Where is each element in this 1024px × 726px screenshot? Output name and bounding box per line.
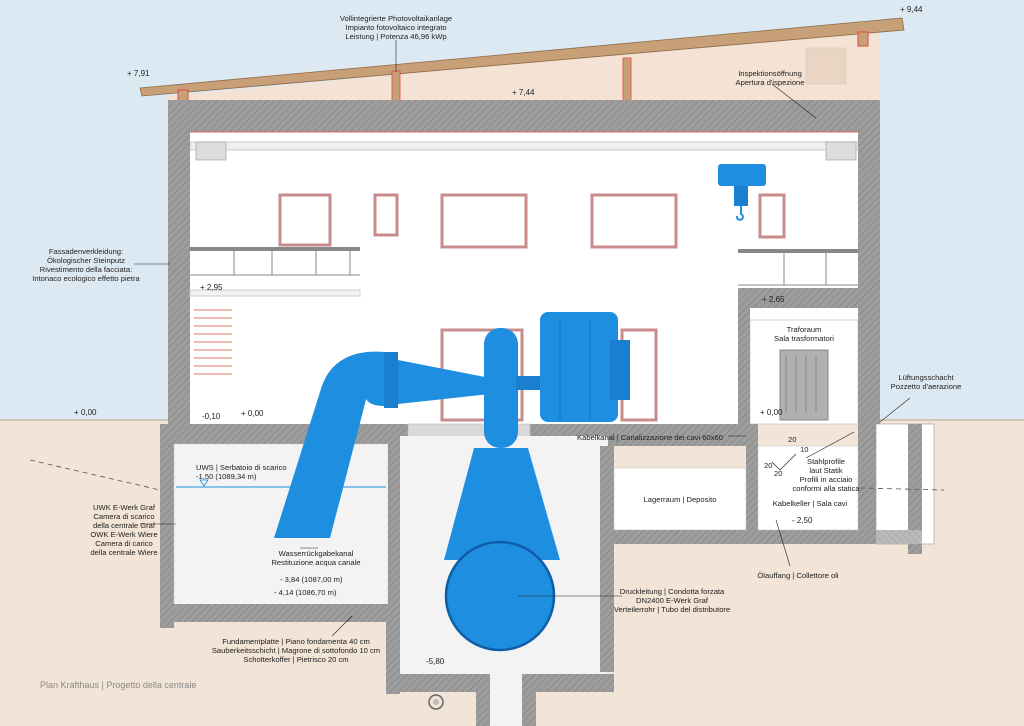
- trafo-label-line: Traforaum: [787, 325, 822, 334]
- ground-slab: [160, 424, 408, 444]
- level-basin-2: - 4,14 (1086,70 m): [274, 588, 337, 597]
- uwk-label-line: OWK E-Werk Wiere: [90, 530, 157, 539]
- tailrace-pipe: [274, 392, 368, 538]
- penstock-label: Druckleitung | Condotta forzata DN2400 E…: [614, 587, 730, 614]
- pv-label-line: Vollintegrierte Photovoltaikanlage: [340, 14, 452, 23]
- level-eave: + 7,91: [127, 69, 150, 78]
- ventilation-shaft: [875, 423, 935, 545]
- basement-west-wall: [160, 424, 174, 628]
- foundation-label-line: Fundamentplatte | Piano fondamenta 40 cm: [222, 637, 370, 646]
- storage-room: [613, 467, 747, 531]
- ventilation-label-line: Pozzetto d'aerazione: [891, 382, 962, 391]
- attic-space: [168, 30, 880, 102]
- pv-label-line: Impianto fotovoltaico integrato: [345, 23, 446, 32]
- penstock-label-line: Druckleitung | Condotta forzata: [620, 587, 725, 596]
- uwk-label-line: della centrale Wiere: [90, 548, 157, 557]
- dim-label: 20: [764, 461, 772, 470]
- uwk-label-line: Camera di carico: [95, 539, 152, 548]
- level-ground-minus: -0,10: [202, 412, 221, 421]
- facade-label-line: Fassadenverkleidung:: [49, 247, 123, 256]
- uwk-label-line: della centrale Graf: [93, 521, 156, 530]
- tailrace-label: Wasserrückgabekanal Restituzione acqua c…: [271, 549, 360, 567]
- facade-label-line: Ökologischer Steinputz: [47, 256, 125, 265]
- steel-label-line: laut Statik: [809, 466, 843, 475]
- foundation-label: Fundamentplatte | Piano fondamenta 40 cm…: [212, 637, 380, 664]
- plan-caption: Plan Krafthaus | Progetto della centrale: [40, 680, 196, 690]
- penstock-riser: [484, 328, 518, 448]
- penstock-cone: [444, 448, 560, 560]
- draft-tube: [398, 360, 490, 404]
- level-basin-1: - 3,84 (1087,00 m): [280, 575, 343, 584]
- transformer: [779, 349, 829, 421]
- roof-beam: [139, 17, 905, 97]
- level-upper-floor: + 2,95: [200, 283, 223, 292]
- steel-dimensions: 20 10 20 20: [764, 435, 808, 478]
- pv-label-line: Leistung | Potenza 46,96 kWp: [345, 32, 446, 41]
- crane-hoist: [718, 164, 766, 186]
- steel-label-line: conformi alla statica: [792, 484, 860, 493]
- uwk-label-line: UWK E-Werk Graf: [93, 503, 156, 512]
- uws-label-line: -1,50 (1089,34 m): [196, 472, 257, 481]
- uwk-label: UWK E-Werk Graf Camera di scarico della …: [90, 503, 157, 557]
- facade-label-line: Intonaco ecologico effetto pietra: [32, 274, 140, 283]
- tailrace-label-line: Wasserrückgabekanal: [279, 549, 354, 558]
- trafo-label: Traforaum Sala trasformatori: [774, 325, 834, 343]
- inspection-label: Inspektionsöffnung Apertura d'ispezione: [736, 69, 805, 87]
- penstock-label-line: DN2400 E-Werk Graf: [636, 596, 709, 605]
- inspection-label-line: Inspektionsöffnung: [738, 69, 802, 78]
- dim-label: 20: [788, 435, 796, 444]
- uws-label: UWS | Serbatoio di scarico -1,50 (1089,3…: [196, 463, 287, 481]
- level-ground-inside: + 0,00: [241, 409, 264, 418]
- cable-cellar-label: Kabelkeller | Sala cavi: [773, 499, 848, 508]
- facade-label: Fassadenverkleidung: Ökologischer Steinp…: [32, 247, 140, 283]
- facade-label-line: Rivestimento della facciata:: [40, 265, 132, 274]
- level-markers: + 9,44 + 7,91 + 7,44 + 2,95 + 2,65 + 0,0…: [74, 5, 923, 666]
- dim-label: 10: [800, 445, 808, 454]
- steel-label-line: Profili in acciaio: [800, 475, 853, 484]
- level-cable-cellar: - 2,50: [792, 516, 813, 525]
- trafo-label-line: Sala trasformatori: [774, 334, 834, 343]
- penstock-label-line: Verteilerrohr | Tubo del distributore: [614, 605, 730, 614]
- pv-label: Vollintegrierte Photovoltaikanlage Impia…: [340, 14, 452, 41]
- draft-tube-bend: [320, 351, 384, 406]
- level-ridge: + 9,44: [900, 5, 923, 14]
- cable-cellar: [757, 445, 859, 531]
- level-ground-outside: + 0,00: [74, 408, 97, 417]
- level-trafo-floor: + 2,65: [762, 295, 785, 304]
- foundation-label-line: Schotterkoffer | Pietrisco 20 cm: [243, 655, 348, 664]
- ventilation-label: Lüftungsschacht Pozzetto d'aerazione: [891, 373, 962, 391]
- roof-slab: [168, 100, 880, 132]
- west-wall: [168, 100, 190, 424]
- tailrace-label-line: Restituzione acqua canale: [271, 558, 360, 567]
- inspection-label-line: Apertura d'ispezione: [736, 78, 805, 87]
- level-roof-inner: + 7,44: [512, 88, 535, 97]
- storage-label: Lagerraum | Deposito: [644, 495, 717, 504]
- level-pit: -5,80: [426, 657, 445, 666]
- foundation-label-line: Sauberkeitsschicht | Magrone di sottofon…: [212, 646, 380, 655]
- steel-label: Stahlprofile laut Statik Profili in acci…: [792, 457, 860, 493]
- east-wall: [858, 100, 880, 424]
- ventilation-label-line: Lüftungsschacht: [898, 373, 954, 382]
- level-trafo-ground: + 0,00: [760, 408, 783, 417]
- dim-label: 20: [774, 469, 782, 478]
- uws-label-line: UWS | Serbatoio di scarico: [196, 463, 287, 472]
- oil-label: Ölauffang | Collettore oli: [757, 571, 839, 580]
- generator: [540, 312, 618, 422]
- steel-label-line: Stahlprofile: [807, 457, 845, 466]
- uwk-label-line: Camera di scarico: [93, 512, 154, 521]
- cable-channel-label: Kabelkanal | Canalizzazione dei cavi 60x…: [577, 433, 723, 442]
